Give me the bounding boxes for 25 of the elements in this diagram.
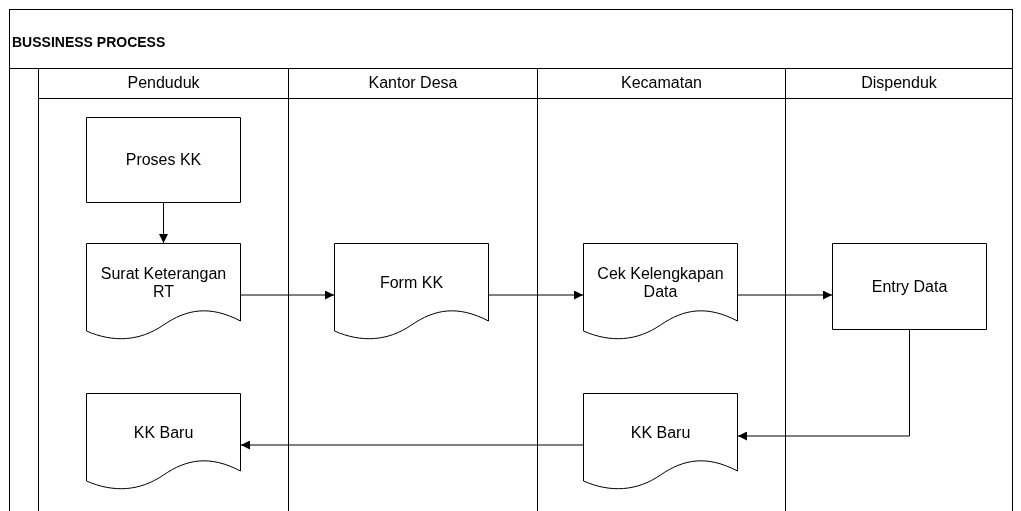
flow-arrow — [159, 202, 168, 244]
node-label: KK Baru — [132, 424, 195, 442]
lane-header: Dispenduk — [786, 68, 1012, 99]
swimlane — [537, 68, 785, 511]
node-label: Entry Data — [870, 277, 949, 296]
flow-arrow — [240, 440, 584, 450]
lane-header: Penduduk — [39, 68, 288, 99]
node-label: Surat Keterangan RT — [99, 265, 228, 301]
swimlane — [288, 68, 537, 511]
flow-arrow — [737, 329, 910, 441]
node-label: Form KK — [378, 274, 445, 292]
flow-arrow — [240, 290, 335, 300]
process-box — [86, 117, 241, 203]
lane-header: Kecamatan — [538, 68, 785, 99]
process-box — [832, 243, 987, 330]
pool-frame — [9, 9, 1013, 511]
node-label: Proses KK — [124, 151, 203, 169]
lane-header: Kantor Desa — [289, 68, 537, 99]
flow-arrow — [488, 290, 584, 300]
node-label: KK Baru — [629, 424, 692, 442]
flow-arrow — [737, 290, 833, 300]
swimlane — [785, 68, 1012, 511]
swimlane — [38, 68, 288, 511]
pool-title: BUSSINESS PROCESS — [12, 34, 166, 50]
node-label: Cek Kelengkapan Data — [596, 265, 725, 301]
